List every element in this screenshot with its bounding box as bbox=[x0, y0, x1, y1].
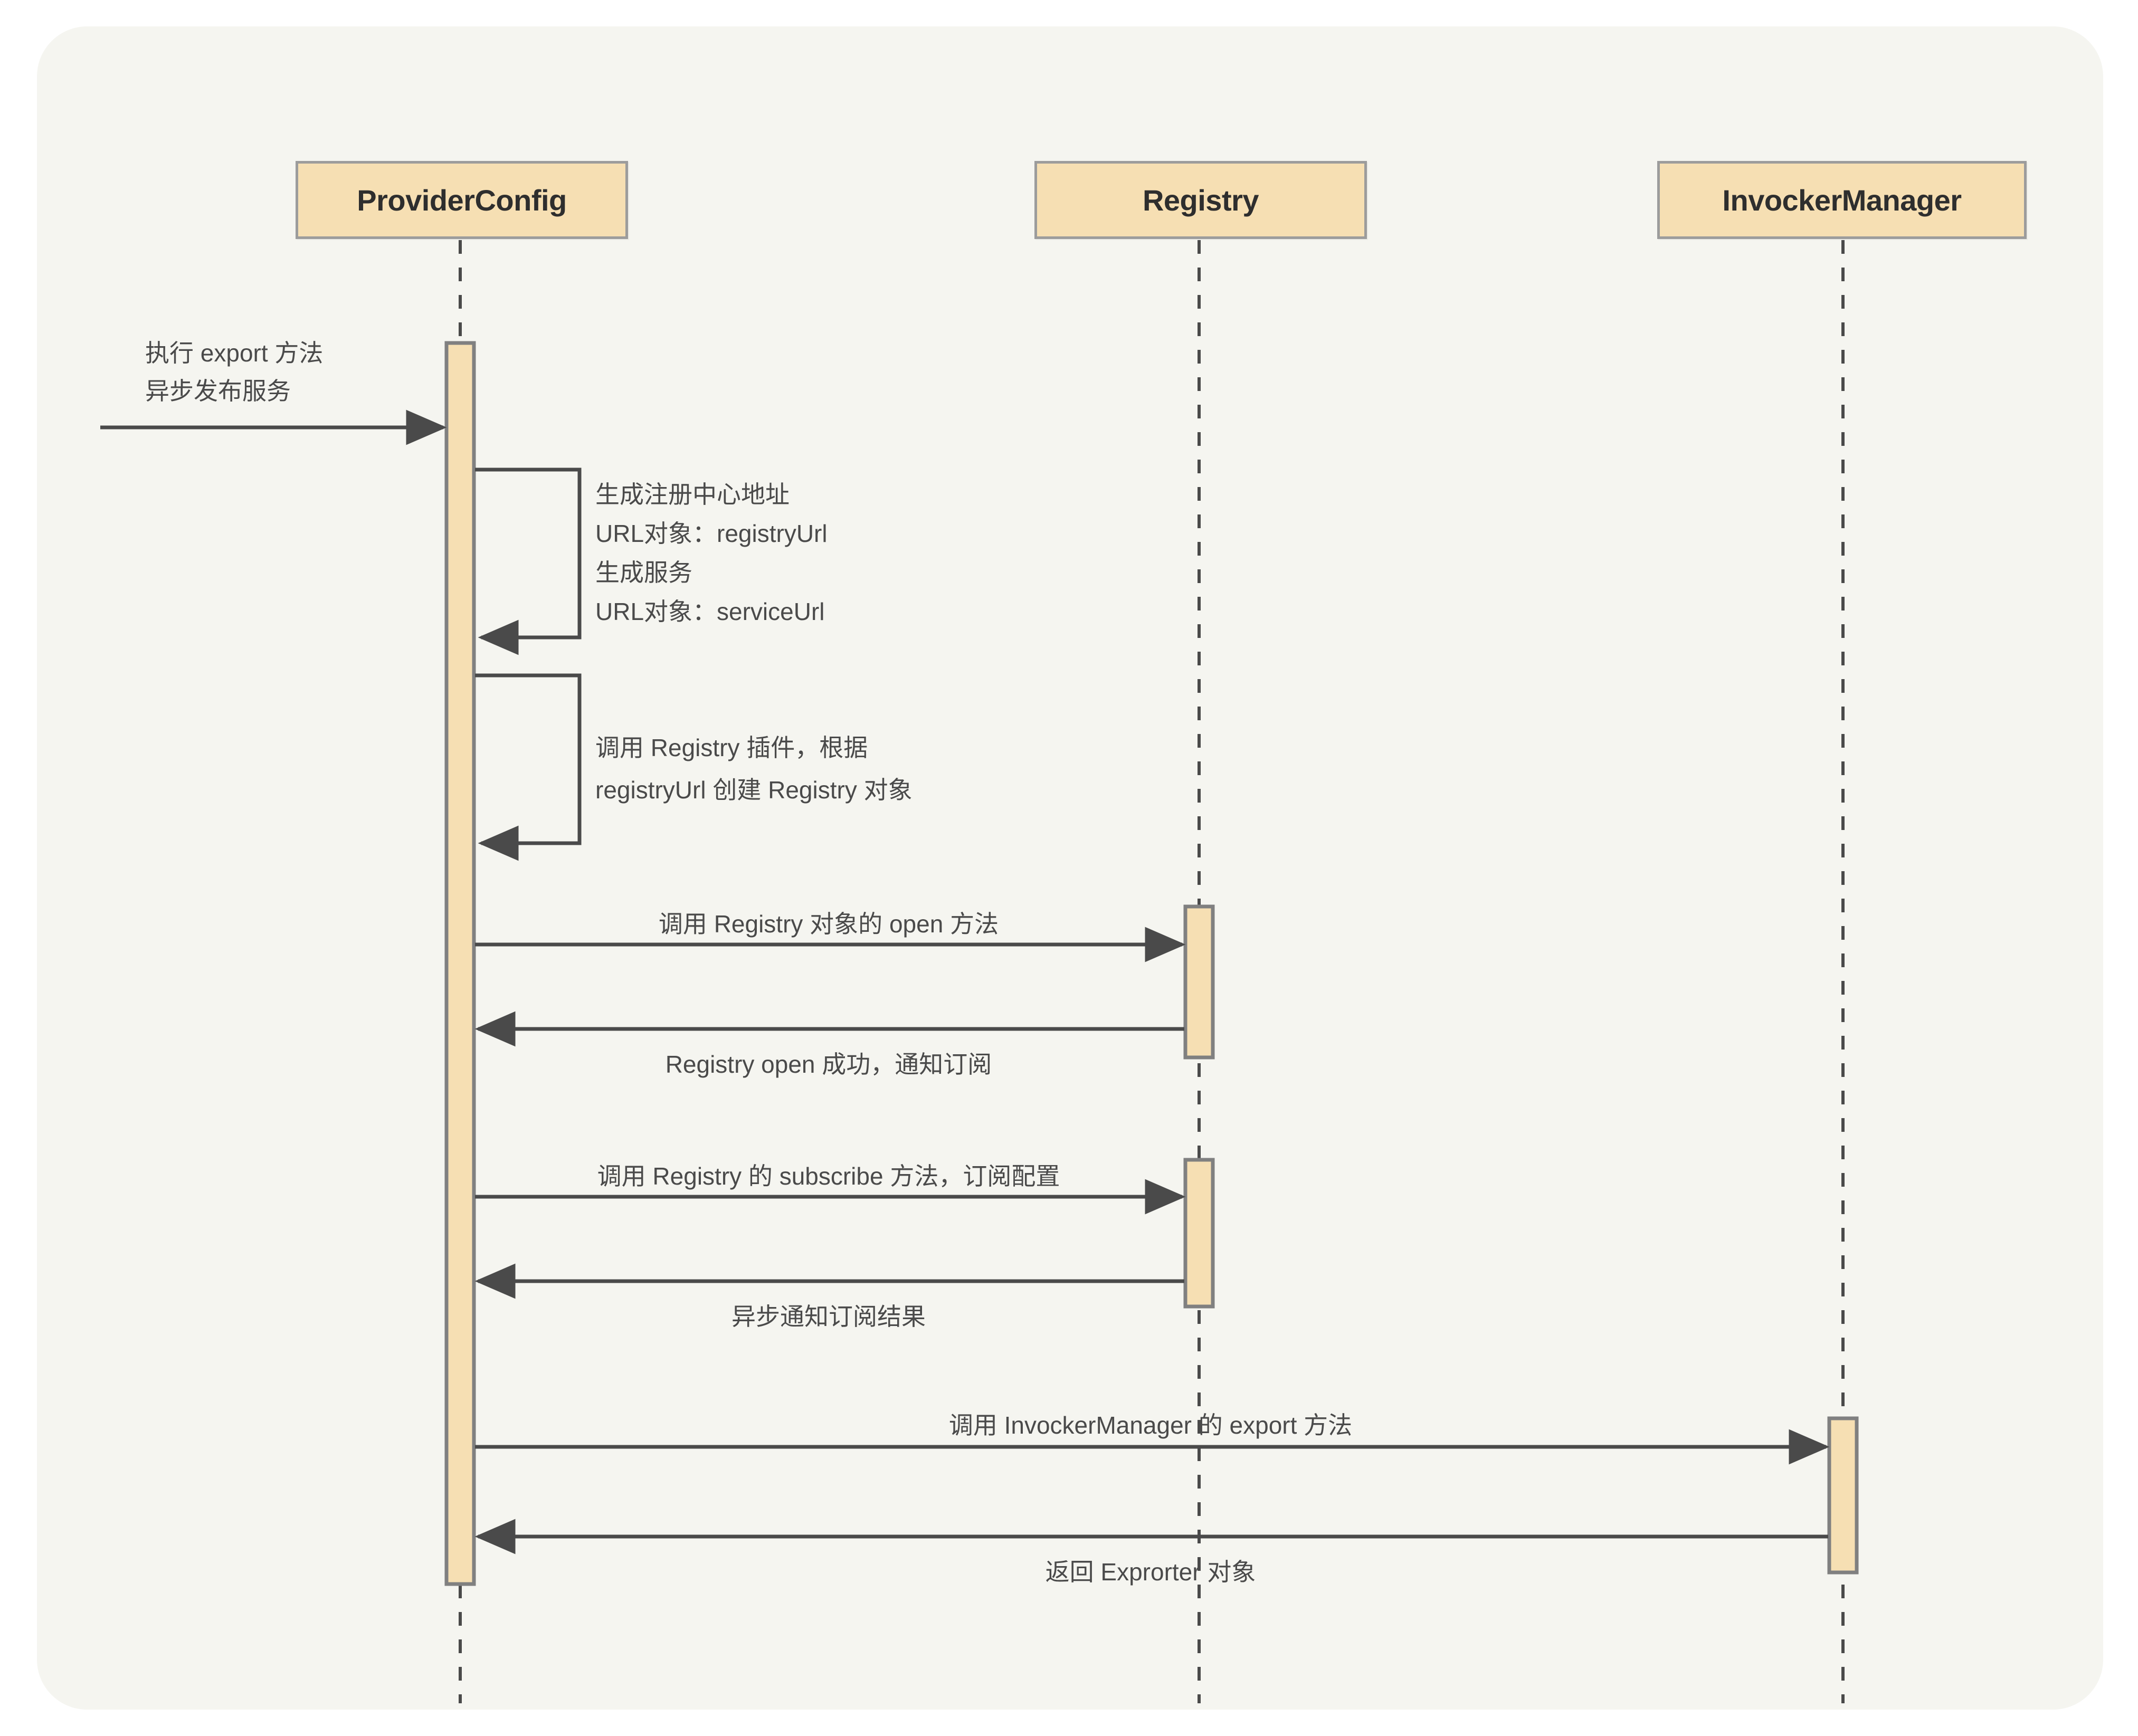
self-call-create-registry bbox=[475, 673, 582, 861]
label-msg-open: 调用 Registry 对象的 open 方法 bbox=[658, 910, 999, 938]
label-msg-subscribe: 调用 Registry 的 subscribe 方法，订阅配置 bbox=[597, 1162, 1060, 1190]
lifelines bbox=[459, 240, 1845, 1703]
label-msg-export-return: 返回 Exprorter 对象 bbox=[1045, 1558, 1256, 1586]
actor-box-provider-config[interactable]: ProviderConfig bbox=[296, 161, 628, 239]
note-generate-urls-line-1: 生成注册中心地址 bbox=[595, 481, 790, 508]
note-generate-urls-line-4: URL对象：serviceUrl bbox=[595, 598, 825, 625]
actor-box-registry[interactable]: Registry bbox=[1034, 161, 1367, 239]
entry-message-line1: 执行 export 方法 bbox=[145, 339, 324, 367]
activation-bars bbox=[444, 341, 1859, 1586]
activation-registry-subscribe bbox=[1183, 1158, 1215, 1309]
activation-provider-config bbox=[444, 341, 476, 1586]
label-msg-subscribe-return: 异步通知订阅结果 bbox=[731, 1303, 926, 1330]
self-call-generate-urls bbox=[475, 468, 582, 655]
label-msg-export: 调用 InvockerManager 的 export 方法 bbox=[948, 1411, 1353, 1439]
actor-label-registry: Registry bbox=[1142, 183, 1259, 217]
label-msg-open-return: Registry open 成功，通知订阅 bbox=[665, 1051, 992, 1078]
diagram-panel bbox=[37, 26, 2103, 1710]
activation-invocker-manager-export bbox=[1827, 1416, 1859, 1575]
note-create-registry-line-2: registryUrl 创建 Registry 对象 bbox=[595, 776, 913, 804]
note-generate-urls-line-3: 生成服务 bbox=[595, 559, 692, 586]
activation-registry-open bbox=[1183, 904, 1215, 1060]
note-create-registry-line-1: 调用 Registry 插件，根据 bbox=[595, 734, 868, 761]
actor-label-provider-config: ProviderConfig bbox=[357, 183, 567, 217]
entry-message-line2: 异步发布服务 bbox=[145, 377, 291, 405]
actor-label-invocker-manager: InvockerManager bbox=[1722, 183, 1962, 217]
actor-box-invocker-manager[interactable]: InvockerManager bbox=[1657, 161, 2027, 239]
note-generate-urls-line-2: URL对象：registryUrl bbox=[595, 520, 828, 547]
